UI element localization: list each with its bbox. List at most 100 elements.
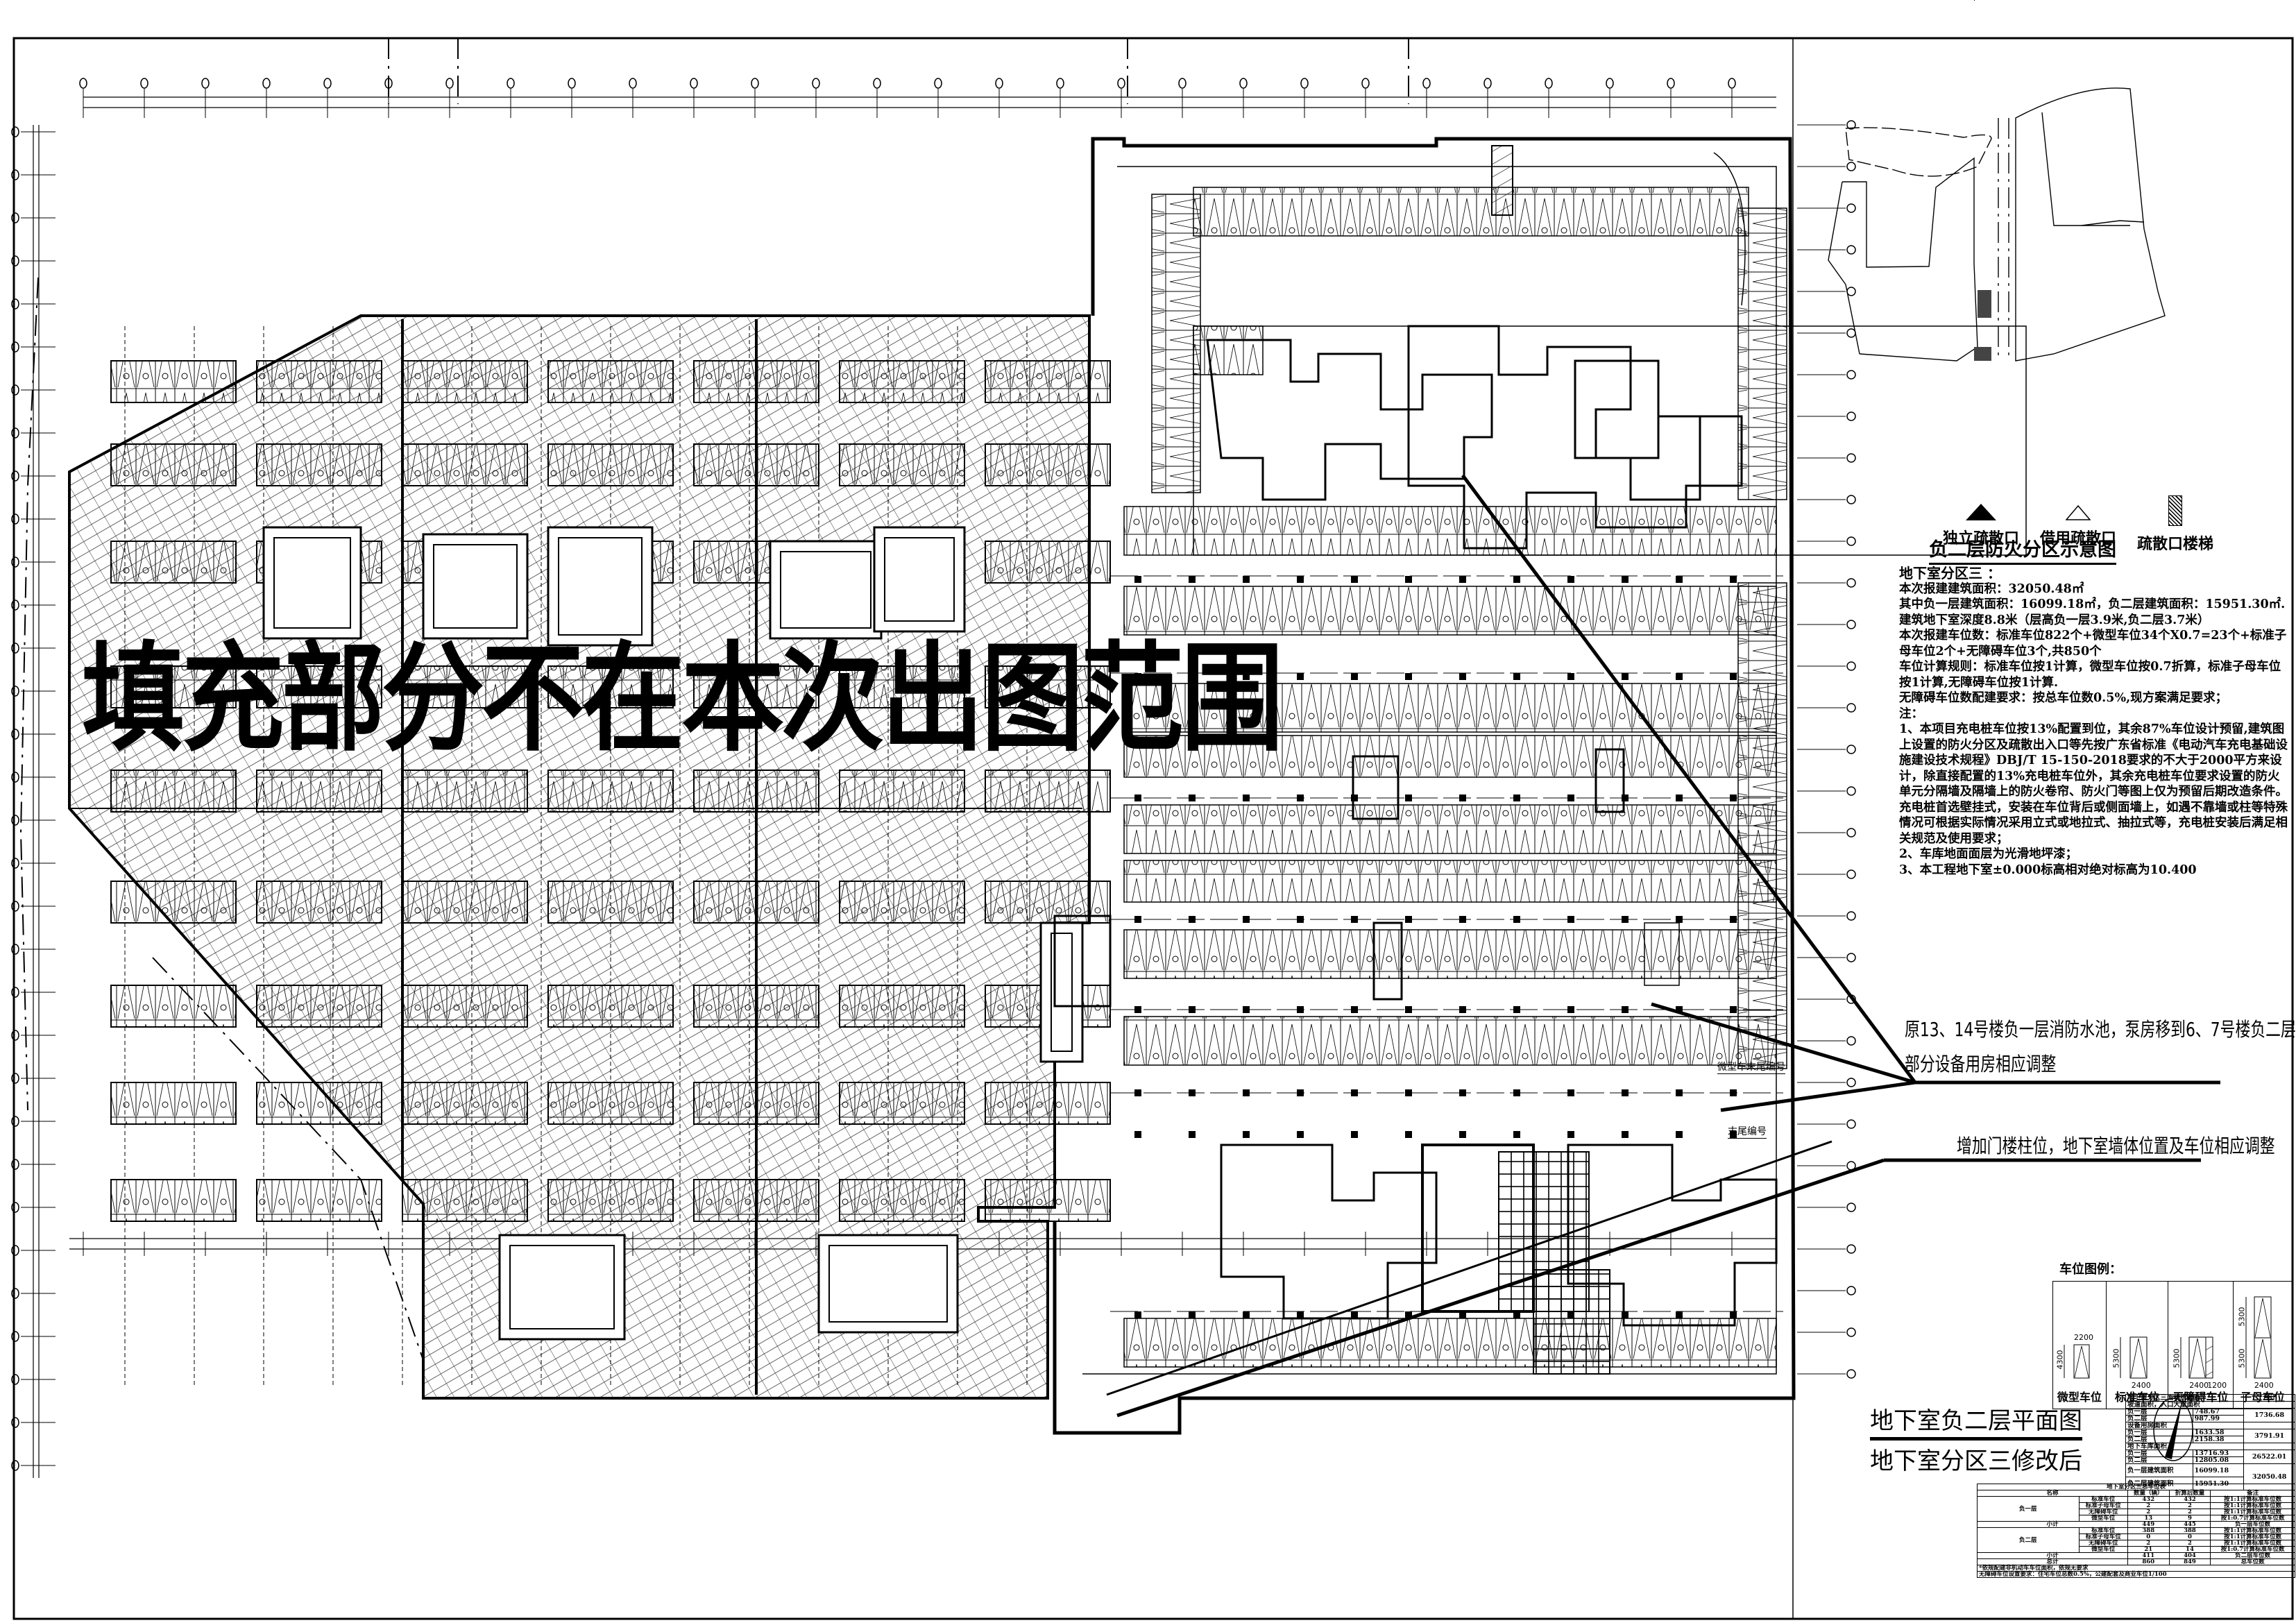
parking-row bbox=[1193, 187, 1749, 237]
left-plan-details bbox=[69, 319, 1111, 1395]
parking-row bbox=[1123, 735, 1777, 778]
hatched-rect-icon bbox=[2168, 495, 2182, 526]
axis-bubble bbox=[1846, 411, 1856, 421]
axis-bubble bbox=[11, 1288, 19, 1299]
table-footnote: 无障碍车位设置要求：住宅车位总数0.5%，公建配套及商业车位1/100 bbox=[1977, 1571, 2295, 1578]
table-cell: 负二层 bbox=[2125, 1456, 2193, 1464]
axis-bubble bbox=[1846, 453, 1856, 463]
notes-line: 其中负一层建筑面积：16099.18㎡，负二层建筑面积：15951.30㎡. bbox=[1899, 597, 2286, 611]
notes-heading: 地下室分区三 ： bbox=[1899, 565, 2001, 581]
axis-bubble bbox=[1846, 703, 1856, 713]
parking-row bbox=[1123, 683, 1777, 733]
axis-bubble bbox=[1846, 536, 1856, 546]
axis-bubble bbox=[1846, 828, 1856, 838]
axis-bubble bbox=[1361, 78, 1370, 89]
axis-bubble bbox=[1846, 1203, 1856, 1212]
axis-bubble bbox=[1846, 245, 1856, 255]
parking-row bbox=[1123, 586, 1777, 636]
legend-label: 借用疏散口 bbox=[2039, 530, 2116, 547]
table-header: 地下室分区三面积统计表 bbox=[2125, 1394, 2245, 1402]
building-core bbox=[498, 1234, 626, 1341]
axis-bubble bbox=[1606, 78, 1614, 89]
axis-bubble bbox=[995, 78, 1003, 89]
label-micro-tail: 微型车末尾编号 bbox=[1717, 1060, 1785, 1074]
axis-bubble bbox=[11, 944, 19, 955]
ramp bbox=[1713, 152, 1746, 306]
dim-length: 5300 bbox=[2237, 1307, 2247, 1327]
axis-bubble bbox=[1846, 1369, 1856, 1379]
filled-triangle-icon bbox=[1966, 504, 1996, 520]
fire-zone-title: 负二层防火分区示意图 bbox=[1929, 534, 2116, 565]
key-plan-zone bbox=[1974, 290, 1991, 361]
legend-tandem-stall: 2400 5300 5300 子母车位 bbox=[2234, 1282, 2292, 1409]
stall-type-label: 微型车位 bbox=[2057, 1391, 2102, 1404]
axis-bubble bbox=[1846, 120, 1856, 130]
building-core bbox=[817, 1234, 959, 1334]
table-cell: 3791.91 bbox=[2243, 1429, 2295, 1443]
table-floor: 负一层 bbox=[1977, 1496, 2080, 1522]
zone-notes: 地下室分区三 ： 本次报建建筑面积：32050.48㎡ 其中负一层建筑面积：16… bbox=[1899, 566, 2288, 878]
dim-length: 5300 bbox=[2237, 1348, 2247, 1368]
legend-independent-exit: 独立疏散口 bbox=[1932, 486, 2030, 548]
notes-line: 无障碍车位数配建要求：按总车位数0.5%,现方案满足要求； bbox=[1899, 691, 2228, 705]
label-tail: 末尾编号 bbox=[1728, 1124, 1767, 1139]
building-core bbox=[262, 526, 362, 640]
axis-bubble bbox=[11, 470, 19, 482]
axis-bubble bbox=[11, 1159, 19, 1170]
axis-bubble bbox=[1846, 578, 1856, 588]
axis-bubble bbox=[11, 1073, 19, 1084]
callout-leaders bbox=[1106, 474, 2220, 1418]
axis-bubble bbox=[11, 772, 19, 783]
callout-pump-room-2: 部分设备用房相应调整 bbox=[1905, 1053, 2057, 1076]
table-cell: 2158.38 bbox=[2192, 1436, 2245, 1443]
axis-bubble bbox=[812, 78, 820, 89]
axis-bubble bbox=[11, 1030, 19, 1041]
micro-stall-icon bbox=[2064, 1344, 2090, 1379]
axis-bubble bbox=[11, 1202, 19, 1213]
table-cell: 13716.93 bbox=[2192, 1450, 2245, 1457]
legend-accessible-stall: 2400 1200 5300 无障碍车位 bbox=[2168, 1282, 2234, 1409]
table-cell: 负一层 bbox=[2125, 1408, 2193, 1416]
table-cell: 小计 bbox=[1977, 1521, 2128, 1528]
axis-bubble bbox=[1056, 78, 1064, 89]
table-cell: 748.67 bbox=[2192, 1408, 2245, 1416]
axis-bubble bbox=[507, 78, 515, 89]
parking-row bbox=[1193, 325, 1264, 375]
axis-bubble bbox=[1846, 287, 1856, 296]
table-group: 地下车库面积 bbox=[2125, 1443, 2245, 1450]
axis-bubble bbox=[1846, 328, 1856, 338]
legend-standard-stall: 2400 5300 标准车位 bbox=[2107, 1282, 2169, 1409]
parking-column bbox=[1151, 194, 1201, 493]
axis-bubble bbox=[79, 78, 87, 89]
axis-bubble bbox=[11, 1460, 19, 1471]
table-header: 名称 bbox=[1977, 1490, 2128, 1497]
dim-length: 5300 bbox=[2172, 1348, 2182, 1368]
axis-bubble bbox=[11, 341, 19, 352]
building-core-north bbox=[1193, 325, 2027, 556]
table-cell: 负一层 bbox=[2125, 1450, 2193, 1457]
axis-bubble bbox=[11, 126, 19, 137]
axis-bubble bbox=[11, 1417, 19, 1428]
table-cell: 1736.68 bbox=[2243, 1408, 2295, 1422]
table-cell: 微型车位 bbox=[2078, 1515, 2128, 1522]
axis-bubble bbox=[1846, 203, 1856, 213]
axis-bubble bbox=[934, 78, 942, 89]
parking-column bbox=[1737, 582, 1787, 1069]
axis-bubble bbox=[11, 513, 19, 525]
parking-legend-title: 车位图例： bbox=[2059, 1262, 2122, 1277]
axis-bubble bbox=[11, 643, 19, 654]
axis-bubble bbox=[1846, 370, 1856, 380]
open-triangle-icon bbox=[2066, 505, 2091, 520]
axis-bubble bbox=[11, 556, 19, 568]
legend-label: 独立疏散口 bbox=[1942, 530, 2019, 547]
drawing-title-sub: 地下室分区三修改后 bbox=[1870, 1447, 2082, 1475]
dim-length: 4300 bbox=[2055, 1350, 2065, 1370]
notes-line: 建筑地下室深度8.8米（层高负一层3.9米,负二层3.7米） bbox=[1899, 613, 2210, 627]
out-of-scope-notice: 填充部分不在本次出图范围 bbox=[82, 630, 1284, 768]
table-cell: 849 bbox=[2168, 1558, 2211, 1565]
axis-bubble bbox=[11, 1374, 19, 1385]
table-group: 坡道面积，入口大堂面积 bbox=[2125, 1401, 2245, 1409]
parking-column bbox=[1737, 207, 1787, 500]
